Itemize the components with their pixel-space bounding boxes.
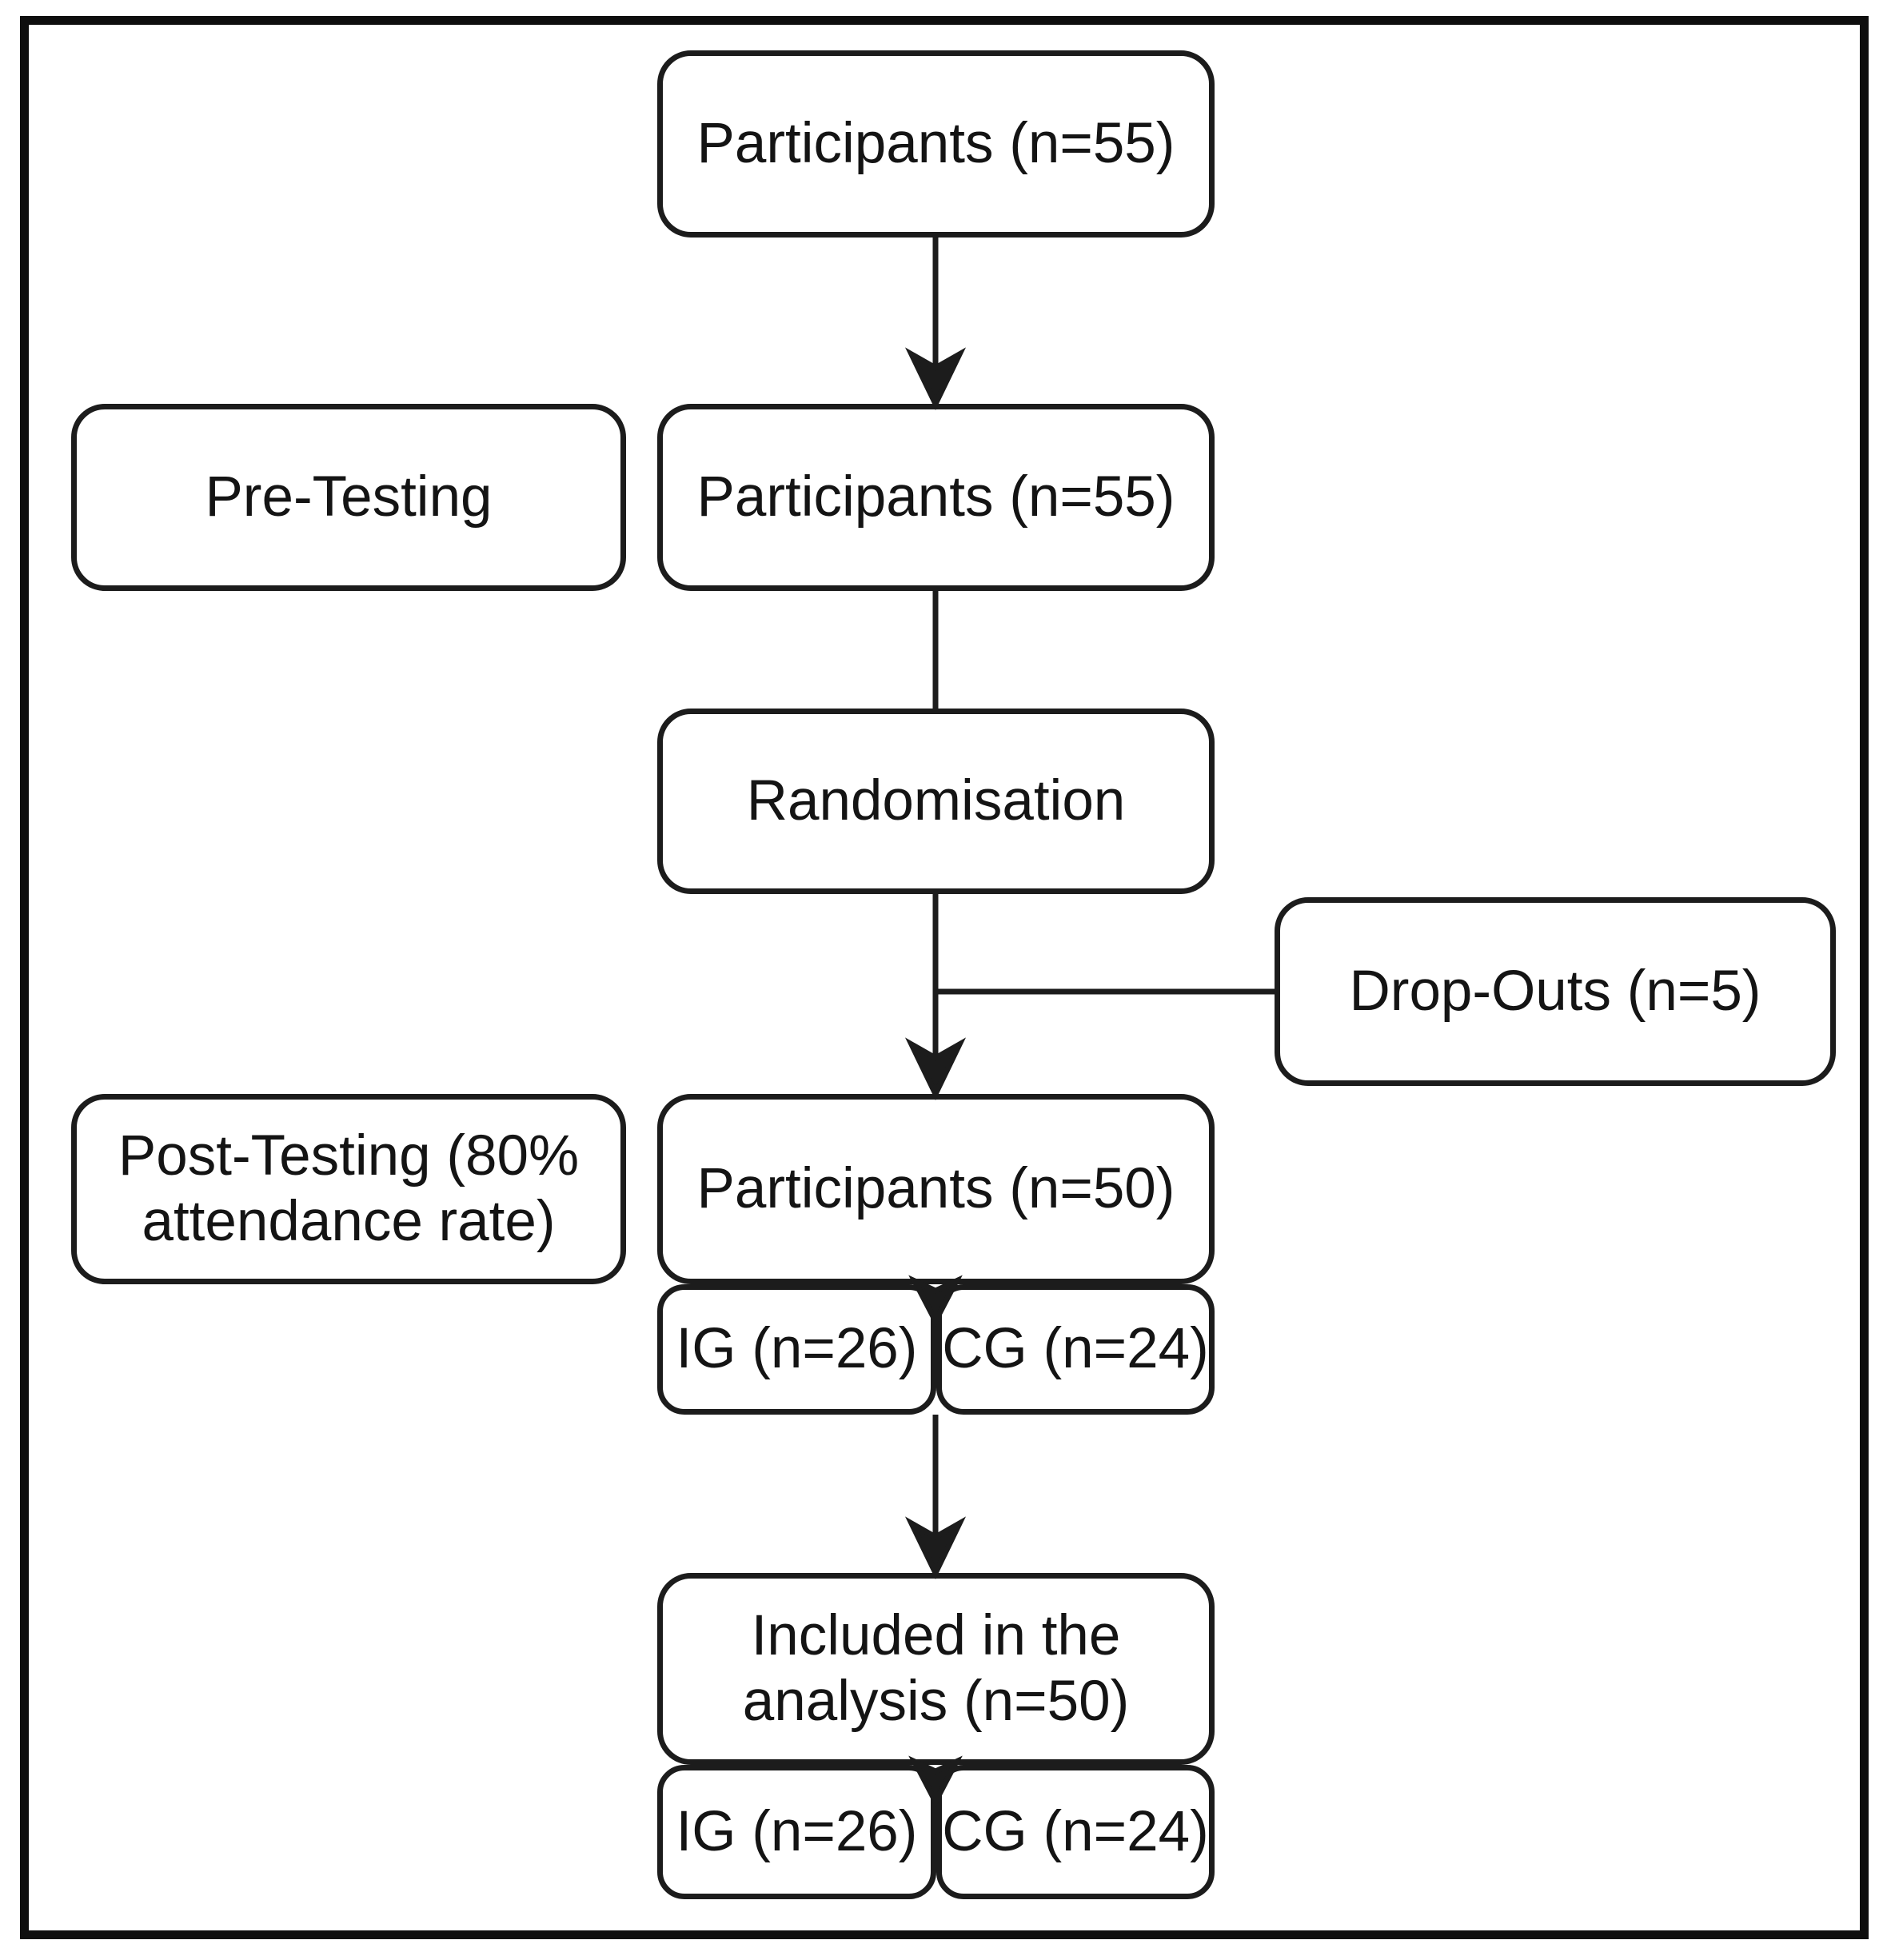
node-drop-outs: Drop-Outs (n=5)	[1275, 897, 1836, 1086]
node-ig-analysis: IG (n=26)	[657, 1765, 936, 1899]
node-ig-post: IG (n=26)	[657, 1284, 936, 1415]
node-label: Drop-Outs (n=5)	[1349, 959, 1761, 1023]
node-label: IG (n=26)	[676, 1317, 918, 1381]
node-participants-posttested: Participants (n=50)	[657, 1094, 1215, 1284]
node-cg-analysis: CG (n=24)	[936, 1765, 1215, 1899]
node-participants-pretested: Participants (n=55)	[657, 404, 1215, 591]
node-label: CG (n=24)	[942, 1799, 1209, 1863]
node-label: Included in the analysis (n=50)	[742, 1603, 1130, 1733]
node-label: IG (n=26)	[676, 1799, 918, 1863]
node-included-analysis: Included in the analysis (n=50)	[657, 1573, 1215, 1765]
node-pre-testing: Pre-Testing	[71, 404, 626, 591]
outer-border	[20, 16, 1869, 1939]
node-label: Post-Testing (80% attendance rate)	[118, 1124, 580, 1253]
node-label: Participants (n=55)	[696, 111, 1175, 175]
node-post-testing: Post-Testing (80% attendance rate)	[71, 1094, 626, 1284]
node-label: Participants (n=50)	[696, 1156, 1175, 1220]
node-label: Pre-Testing	[205, 465, 493, 529]
node-label: Randomisation	[746, 768, 1126, 832]
node-participants-enrolled: Participants (n=55)	[657, 50, 1215, 238]
node-randomisation: Randomisation	[657, 709, 1215, 894]
node-label: CG (n=24)	[942, 1317, 1209, 1381]
node-cg-post: CG (n=24)	[936, 1284, 1215, 1415]
node-label: Participants (n=55)	[696, 465, 1175, 529]
